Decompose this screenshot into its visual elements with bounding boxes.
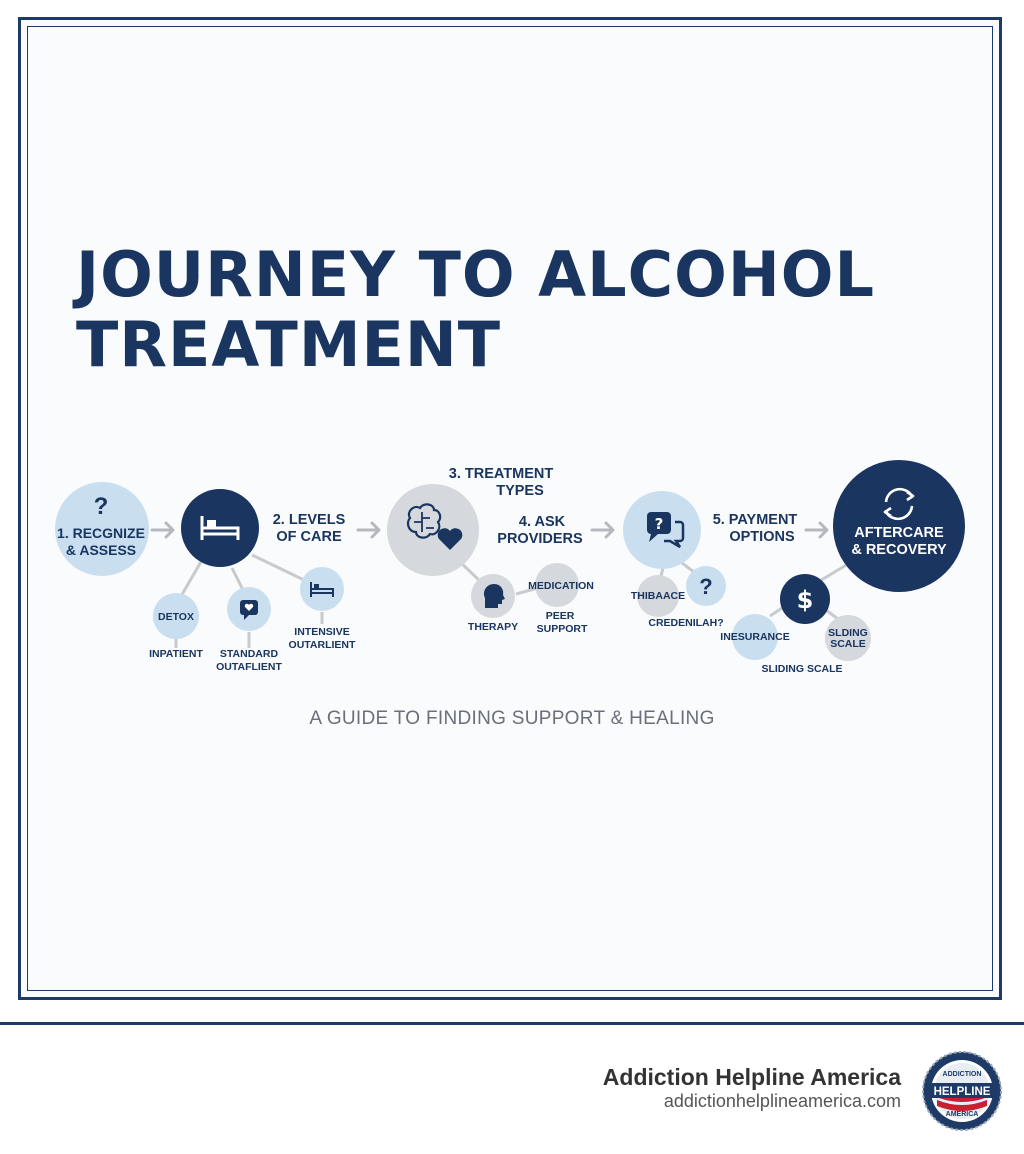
question-icon: ? [699, 574, 712, 599]
sub-node-standard-label-1: STANDARD [220, 648, 279, 660]
step-treatment-node [387, 484, 479, 576]
bed-icon [200, 516, 240, 540]
sub-node-insurance-label: INESURANCE [720, 631, 789, 643]
step-recognize-label-1: 1. RECGNIZE [57, 525, 145, 541]
arrow-3 [590, 521, 615, 539]
title-line-2: TREATMENT [76, 308, 502, 381]
step-levels-label-2: OF CARE [276, 529, 342, 545]
helpline-logo: HELPLINE ADDICTION AMERICA [922, 1051, 1002, 1131]
step-levels-label-1: 2. LEVELS [273, 512, 346, 528]
sub-node-question: ? [686, 566, 726, 606]
step-recognize-node: ? 1. RECGNIZE & ASSESS [55, 482, 149, 576]
sub-node-therapy [471, 574, 515, 618]
sub-node-intensive [300, 567, 344, 611]
logo-top-text: ADDICTION [943, 1071, 982, 1078]
chat-heart-icon [240, 600, 258, 620]
svg-text:?: ? [655, 515, 664, 533]
sub-node-sliding: SLDING SCALE [825, 615, 871, 661]
sub-node-thibaace: THIBAACE [631, 575, 685, 617]
head-icon [484, 584, 505, 608]
dollar-icon: $ [797, 586, 814, 614]
step-levels-node [181, 489, 259, 567]
sub-node-standard [227, 587, 271, 631]
step-payment-label-2: OPTIONS [729, 529, 795, 545]
sub-node-peer-label-1: PEER [546, 610, 575, 622]
step-treatment-label-2: TYPES [496, 483, 544, 499]
page-title: JOURNEY TO ALCOHOL TREATMENT [76, 240, 956, 380]
arrow-2 [356, 521, 381, 539]
logo-bottom-text: AMERICA [946, 1111, 979, 1118]
logo-seal: HELPLINE ADDICTION AMERICA [922, 1051, 1002, 1131]
step-aftercare-label-2: & RECOVERY [851, 542, 947, 558]
poster-inner-border [27, 26, 993, 991]
page-subtitle: A GUIDE TO FINDING SUPPORT & HEALING [309, 708, 715, 729]
flow-arrows [150, 521, 829, 539]
sub-node-intensive-label-1: INTENSIVE [294, 626, 349, 638]
step-aftercare-node: AFTERCARE & RECOVERY [833, 460, 965, 592]
sub-node-medication: MEDICATION [528, 563, 594, 607]
sub-node-inpatient-label: INPATIENT [149, 648, 203, 660]
logo-text: HELPLINE [934, 1086, 991, 1098]
step-ask-label-1: 4. ASK [519, 514, 566, 530]
sub-node-intensive-label-2: OUTARLIENT [289, 639, 356, 651]
step-ask-label-2: PROVIDERS [497, 531, 583, 547]
chat-question-icon: ? [647, 512, 685, 549]
step-payment-label-1: 5. PAYMENT [713, 512, 798, 528]
arrow-4 [804, 521, 829, 539]
step-recognize-label-2: & ASSESS [66, 542, 136, 558]
title-line-1: JOURNEY TO ALCOHOL [76, 238, 875, 311]
sub-node-insurance: INESURANCE [720, 614, 790, 660]
step-treatment-label-1: 3. TREATMENT [449, 466, 554, 482]
sub-node-sliding-label-2: SCALE [830, 638, 866, 650]
brand-name: Addiction Helpline America [602, 1064, 901, 1090]
sub-node-thibaace-label: THIBAACE [631, 590, 685, 602]
sub-node-dollar: $ [780, 574, 830, 624]
sub-node-therapy-label: THERAPY [468, 621, 518, 633]
footer-divider [0, 1022, 1024, 1025]
sub-node-peer-label-2: SUPPORT [537, 623, 588, 635]
sub-node-standard-label-2: OUTAFLIENT [216, 661, 282, 673]
bed-small-icon [310, 582, 334, 597]
journey-diagram: ? 1. RECGNIZE & ASSESS 2. LEVELS OF CARE… [55, 460, 965, 675]
sliding-scale-caption: SLIDING SCALE [761, 663, 842, 675]
brain-heart-icon [406, 503, 463, 550]
arrow-1 [150, 521, 175, 539]
sub-node-detox-label: DETOX [158, 611, 194, 623]
question-icon: ? [94, 493, 109, 520]
cycle-icon [883, 487, 915, 521]
brand-url[interactable]: addictionhelplineamerica.com [663, 1091, 901, 1111]
sub-node-medication-label: MEDICATION [528, 580, 594, 592]
step-aftercare-label-1: AFTERCARE [854, 525, 944, 541]
sub-node-detox: DETOX [153, 593, 199, 639]
step-ask-node: ? [623, 491, 701, 569]
sub-node-credenilah-label: CREDENILAH? [648, 617, 723, 629]
sub-node-sliding-label-1: SLDING [828, 627, 868, 639]
